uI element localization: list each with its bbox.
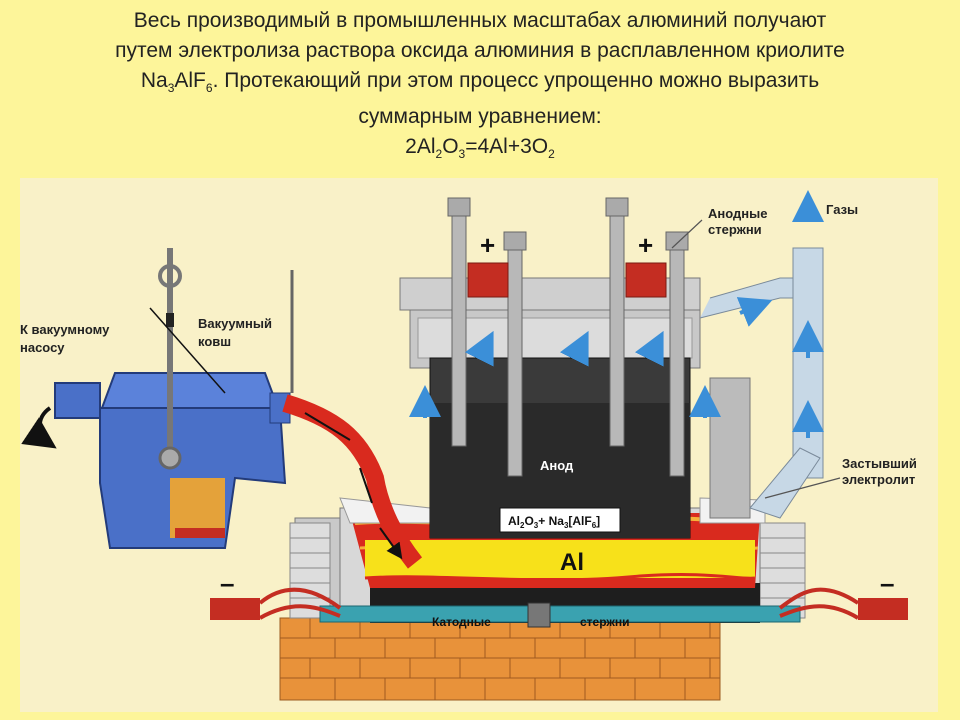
electrolyte-formula: Al2O3+ Na3[AlF6] bbox=[508, 514, 600, 530]
vacuum-pump-label-2: насосу bbox=[20, 340, 65, 355]
gas-flow-arrows bbox=[409, 190, 824, 438]
slide-header: Весь производимый в промышленных масштаб… bbox=[0, 6, 960, 162]
cathode-rods-label-2: стержни bbox=[580, 615, 630, 629]
anode-rods-label-1: Анодные bbox=[708, 206, 767, 221]
vacuum-ladle-label-2: ковш bbox=[198, 334, 231, 349]
header-line-2: путем электролиза раствора оксида алюмин… bbox=[115, 39, 845, 62]
formula-sub: 6 bbox=[205, 81, 213, 96]
gases-label: Газы bbox=[826, 202, 858, 217]
formula-alf: AlF bbox=[174, 69, 206, 92]
gas-duct bbox=[699, 247, 824, 519]
vacuum-ladle-label-1: Вакуумный bbox=[198, 316, 272, 331]
equation: 2Al2O3=4Al+3O2 bbox=[0, 132, 960, 162]
plus-sign-left: + bbox=[480, 230, 495, 260]
vacuum-arrow bbox=[21, 406, 57, 449]
cathode-cables bbox=[210, 587, 908, 620]
ladle-hanger bbox=[158, 248, 294, 470]
brick-foundation bbox=[279, 617, 721, 701]
anode-clamp-left bbox=[467, 262, 509, 298]
header-line-3-text: . Протекающий при этом процесс упрощенно… bbox=[212, 69, 820, 92]
eq-sub: 3 bbox=[458, 147, 466, 162]
anode-rods-label-2: стержни bbox=[708, 222, 762, 237]
plus-sign-right: + bbox=[638, 230, 653, 260]
diagram-svg: Al Анод Al2O3+ Na3[AlF6] bbox=[20, 190, 917, 701]
header-line-3: Na3AlF6. Протекающий при этом процесс уп… bbox=[0, 66, 960, 96]
frozen-pointer bbox=[764, 477, 841, 499]
ladle-pointer bbox=[149, 307, 226, 394]
header-line-4: суммарным уравнением: bbox=[358, 105, 602, 128]
eq-part: =4Al+3O bbox=[465, 135, 549, 158]
formula-sub: 3 bbox=[167, 81, 175, 96]
aluminium-layer bbox=[365, 540, 755, 578]
vacuum-ladle bbox=[54, 372, 291, 549]
anode-rods bbox=[447, 197, 689, 477]
header-line-1: Весь производимый в промышленных масштаб… bbox=[133, 9, 827, 32]
frozen-electrolyte-label-2: электролит bbox=[842, 472, 915, 487]
electrolysis-cell-diagram: Al Анод Al2O3+ Na3[AlF6] bbox=[20, 178, 938, 712]
electrolyte-formula-box: Al2O3+ Na3[AlF6] bbox=[499, 507, 621, 533]
formula-na: Na bbox=[140, 69, 168, 92]
eq-part: O bbox=[442, 135, 459, 158]
minus-sign-right: – bbox=[880, 568, 894, 598]
cathode-rods-label-1: Катодные bbox=[432, 615, 491, 629]
cathode-bar bbox=[319, 605, 801, 623]
eq-sub: 2 bbox=[435, 147, 443, 162]
minus-sign-left: – bbox=[220, 568, 234, 598]
aluminium-label: Al bbox=[560, 549, 584, 576]
anode-label: Анод bbox=[540, 458, 574, 473]
eq-sub: 2 bbox=[548, 147, 555, 162]
anode-rods-pointer bbox=[671, 219, 703, 249]
frozen-electrolyte-label-1: Застывший bbox=[842, 456, 917, 471]
anode-clamp-right bbox=[625, 262, 667, 298]
siphon-pipe bbox=[282, 394, 423, 569]
eq-part: 2Al bbox=[405, 135, 436, 158]
vacuum-pump-label-1: К вакуумному bbox=[20, 322, 110, 337]
